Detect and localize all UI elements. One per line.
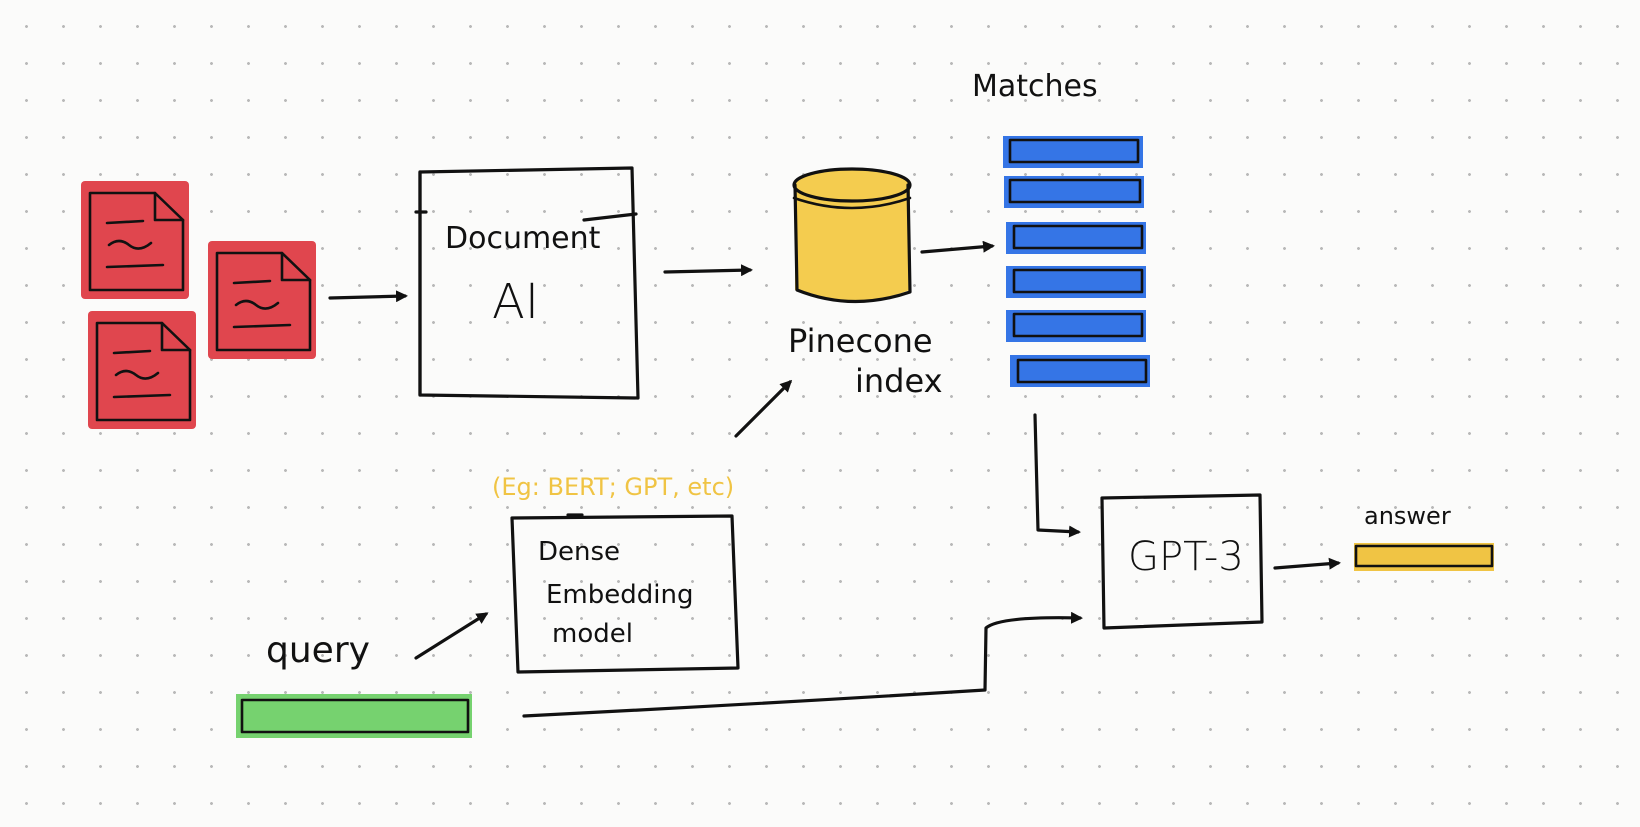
pinecone-label-line1: Pinecone	[788, 322, 933, 360]
query-label: query	[266, 630, 370, 671]
document-ai-label-line1: Document	[445, 221, 601, 256]
document-icon	[88, 311, 196, 429]
gpt3-box: GPT-3	[1100, 493, 1264, 630]
gpt3-label: GPT-3	[1128, 534, 1244, 580]
arrow-query-to-gpt3	[522, 611, 1083, 718]
arrow-gpt3-to-answer	[1273, 557, 1341, 570]
arrow-matches-to-gpt3	[1033, 413, 1081, 538]
query-bar	[236, 694, 472, 738]
match-bar	[1003, 136, 1143, 168]
match-bar	[1006, 266, 1146, 298]
arrow-document-ai-to-pinecone	[663, 264, 753, 277]
document-icon	[81, 181, 189, 299]
document-ai-label-line2: AI	[492, 274, 539, 330]
match-bar	[1006, 310, 1146, 342]
document-ai-box: Document AI	[414, 166, 640, 400]
dense-embedding-model-box: Dense Embedding model	[510, 513, 740, 674]
arrow-embedding-to-pinecone	[734, 379, 793, 438]
matches-list	[1003, 136, 1150, 387]
matches-label: Matches	[972, 69, 1098, 104]
cylinder-icon	[792, 167, 912, 304]
match-bar	[1010, 355, 1150, 387]
dense-label-line1: Dense	[538, 537, 620, 567]
pinecone-label-line2: index	[855, 362, 943, 400]
match-bar	[1004, 176, 1144, 208]
dense-label-line3: model	[552, 619, 633, 649]
arrow-docs-to-document-ai	[328, 290, 408, 303]
answer-bar	[1354, 543, 1494, 571]
dense-label-line2: Embedding	[546, 580, 693, 610]
embedding-note: (Eg: BERT; GPT, etc)	[492, 473, 734, 501]
arrow-query-to-embedding	[414, 612, 489, 660]
answer-label: answer	[1364, 502, 1451, 530]
match-bar	[1006, 222, 1146, 254]
arrow-pinecone-to-matches	[920, 240, 995, 254]
document-icon	[208, 241, 316, 359]
